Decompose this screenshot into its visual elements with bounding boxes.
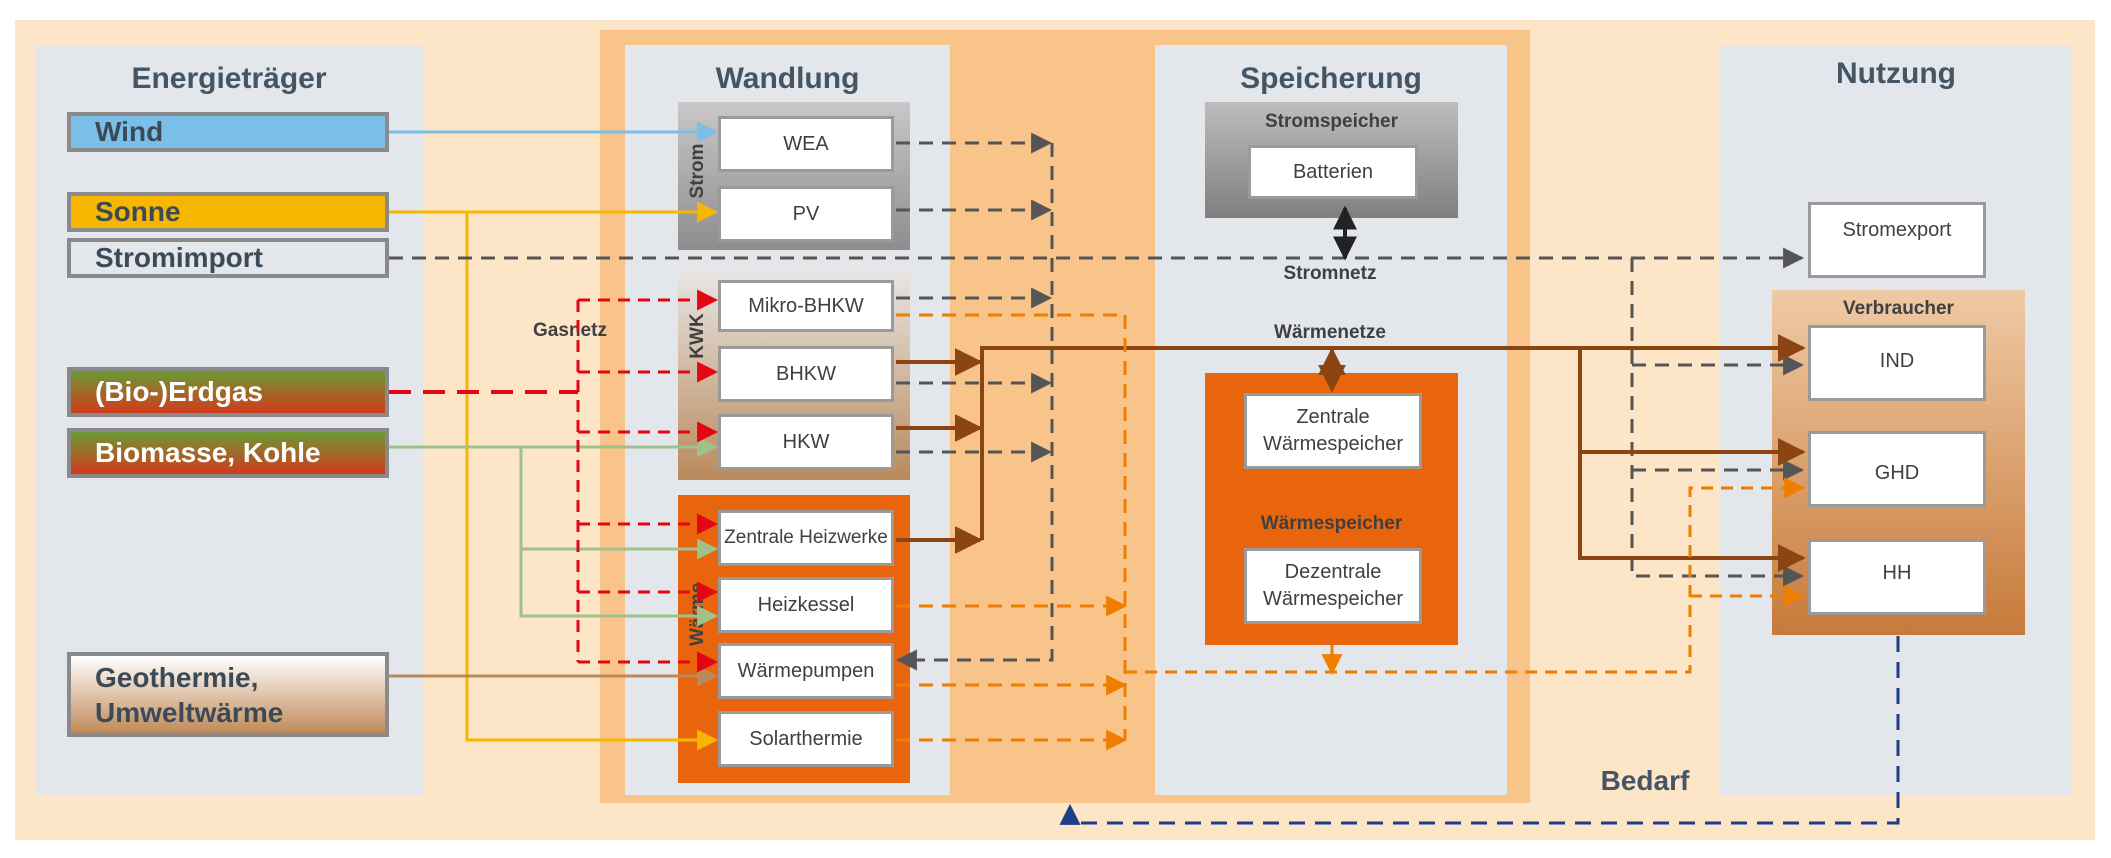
box-hkw: HKW [718,414,894,470]
label-verbraucher: Verbraucher [1843,298,1954,319]
label-waermenetze: Wärmenetze [1274,322,1386,343]
carrier-biomasse: Biomasse, Kohle [67,428,389,478]
box-batterien: Batterien [1248,145,1418,199]
box-waermepumpen: Wärmepumpen [718,643,894,699]
box-zentrale-heizwerke: Zentrale Heizwerke [718,510,894,566]
box-pv: PV [718,186,894,242]
carrier-wind: Wind [67,112,389,152]
box-ind: IND [1808,325,1986,401]
box-mikro-bhkw: Mikro-BHKW [718,280,894,332]
carrier-sonne: Sonne [67,192,389,232]
title-speicherung: Speicherung [1240,62,1422,95]
box-stromexport: Stromexport [1808,202,1986,278]
title-bedarf: Bedarf [1600,765,1690,796]
title-energietraeger: Energieträger [131,62,327,95]
box-bhkw: BHKW [718,346,894,402]
label-gasnetz: Gasnetz [533,320,607,341]
box-wea: WEA [718,116,894,172]
box-dezentrale-waermespeicher: Dezentrale Wärmespeicher [1244,548,1422,624]
box-heizkessel: Heizkessel [718,577,894,633]
label-stromspeicher: Stromspeicher [1264,111,1399,132]
title-wandlung: Wandlung [715,62,860,95]
title-nutzung: Nutzung [1836,57,1956,90]
carrier-stromimport: Stromimport [67,238,389,278]
box-zentrale-waermespeicher: Zentrale Wärmespeicher [1244,393,1422,469]
carrier-erdgas: (Bio-)Erdgas [67,367,389,417]
box-solarthermie: Solarthermie [718,711,894,767]
carrier-geothermie: Geothermie, Umweltwärme [67,652,389,737]
label-stromnetz: Stromnetz [1283,263,1377,284]
box-ghd: GHD [1808,431,1986,507]
box-hh: HH [1808,539,1986,615]
label-waermespeicher: Wärmespeicher [1260,513,1403,534]
